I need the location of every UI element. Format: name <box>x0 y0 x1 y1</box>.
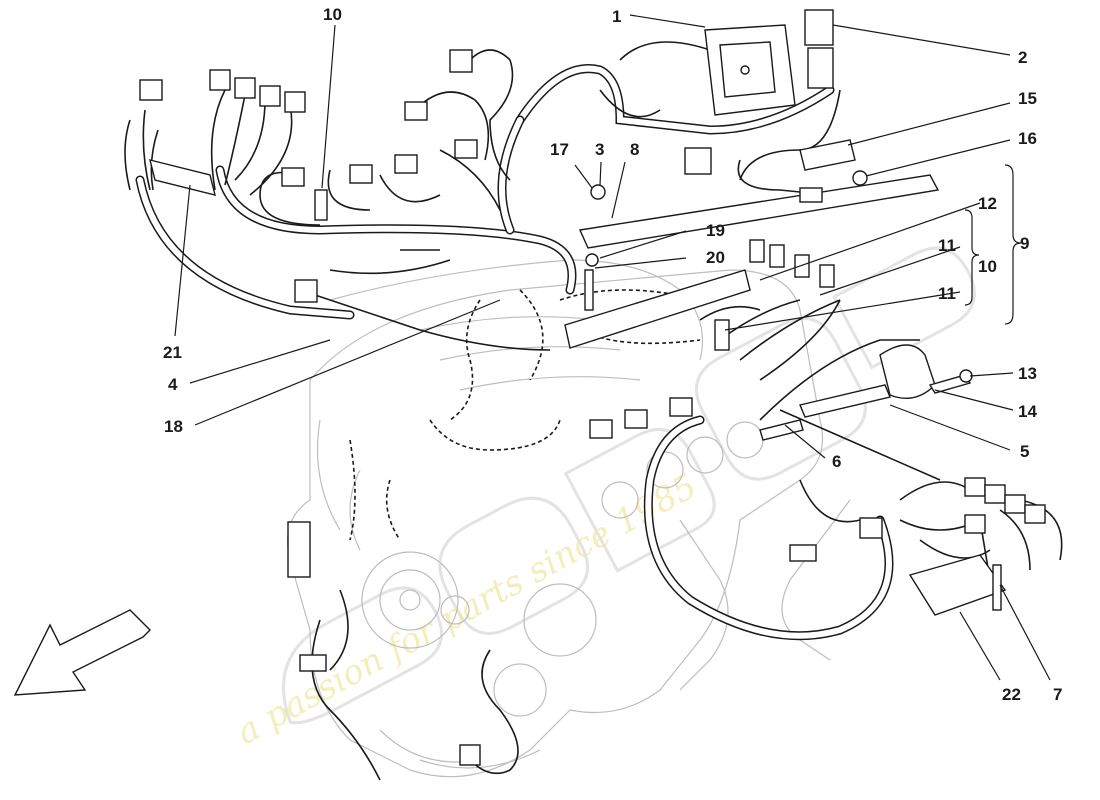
washer <box>590 184 606 200</box>
parts <box>139 9 1046 766</box>
callout-3: 3 <box>595 140 604 159</box>
fuel-injectors <box>314 189 835 351</box>
callout-11-upper: 11 <box>938 236 956 255</box>
ecu-control-unit <box>704 24 796 116</box>
temperature-sensor <box>287 521 311 578</box>
callout-19: 19 <box>706 221 725 240</box>
wires <box>124 41 1063 781</box>
callout-7: 7 <box>1053 685 1062 704</box>
fuse-box-right <box>908 554 1007 616</box>
callout-4: 4 <box>168 375 178 394</box>
spark-plug-sensor <box>759 419 804 441</box>
callout-8: 8 <box>630 140 639 159</box>
harness-connectors <box>139 49 1046 766</box>
nut <box>852 170 868 186</box>
callout-18: 18 <box>164 417 183 436</box>
callout-11-lower: 11 <box>938 284 956 303</box>
stud <box>584 269 594 311</box>
callout-17: 17 <box>550 140 569 159</box>
callout-12: 12 <box>978 194 997 213</box>
callout-1: 1 <box>612 7 621 26</box>
callout-9: 9 <box>1020 234 1029 253</box>
callout-10-top: 10 <box>323 5 342 24</box>
watermark-tagline: a passion for parts since 1985 <box>230 466 703 753</box>
callout-5: 5 <box>1020 442 1029 461</box>
ecu-connector <box>804 9 834 89</box>
callout-labels: 1 2 3 4 5 6 7 8 9 10 10 11 11 12 13 14 1… <box>163 5 1062 704</box>
engine-block <box>286 259 851 778</box>
callout-14: 14 <box>1018 402 1037 421</box>
bracket-plate <box>799 139 856 171</box>
callout-10-group: 10 <box>978 257 997 276</box>
leader-lines <box>174 14 1051 681</box>
stud-7 <box>992 564 1002 611</box>
fuse-box-left <box>149 159 216 196</box>
position-sensor <box>799 344 936 418</box>
fuel-rail <box>564 269 751 349</box>
front-direction-arrow-icon <box>13 609 151 696</box>
callout-13: 13 <box>1018 364 1037 383</box>
callout-16: 16 <box>1018 129 1037 148</box>
callout-21: 21 <box>163 343 182 362</box>
callout-2: 2 <box>1018 48 1027 67</box>
callout-22: 22 <box>1002 685 1021 704</box>
washer-2 <box>585 253 599 267</box>
callout-6: 6 <box>832 452 841 471</box>
wiring-harness <box>135 64 894 641</box>
bolt <box>928 374 972 394</box>
callout-15: 15 <box>1018 89 1037 108</box>
callout-20: 20 <box>706 248 725 267</box>
eurospares-logo-icon <box>282 246 976 725</box>
group-brackets <box>964 164 1022 325</box>
